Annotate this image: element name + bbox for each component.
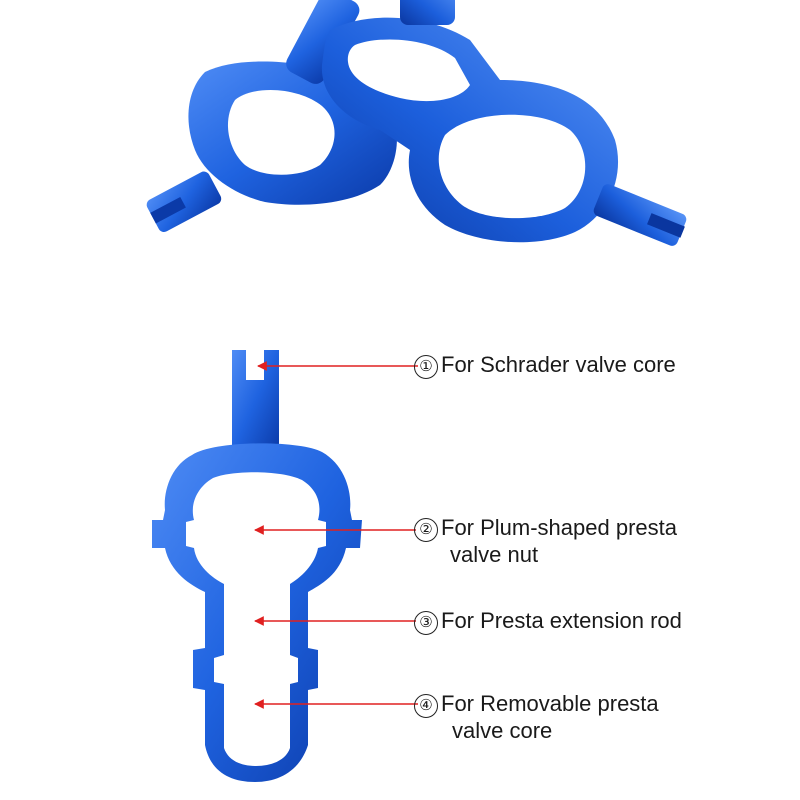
tool-diagram [152, 350, 418, 782]
callout-number-4: ④ [414, 694, 438, 718]
callout-text-1: For Schrader valve core [441, 352, 676, 377]
schrader-stem [232, 350, 279, 450]
callout-text-4: For Removable presta [441, 691, 659, 716]
callout-number-1: ① [414, 355, 438, 379]
right-wrench [321, 0, 687, 246]
callout-text-2b: valve nut [450, 542, 539, 567]
callout-number-2: ② [414, 518, 438, 542]
left-wrench [146, 0, 397, 232]
callout-text-3: For Presta extension rod [441, 608, 682, 633]
callout-text-2: For Plum-shaped presta [441, 515, 677, 540]
callout-text-4b: valve core [452, 718, 553, 743]
top-tools-photo [146, 0, 687, 246]
callout-number-3: ③ [414, 611, 438, 635]
